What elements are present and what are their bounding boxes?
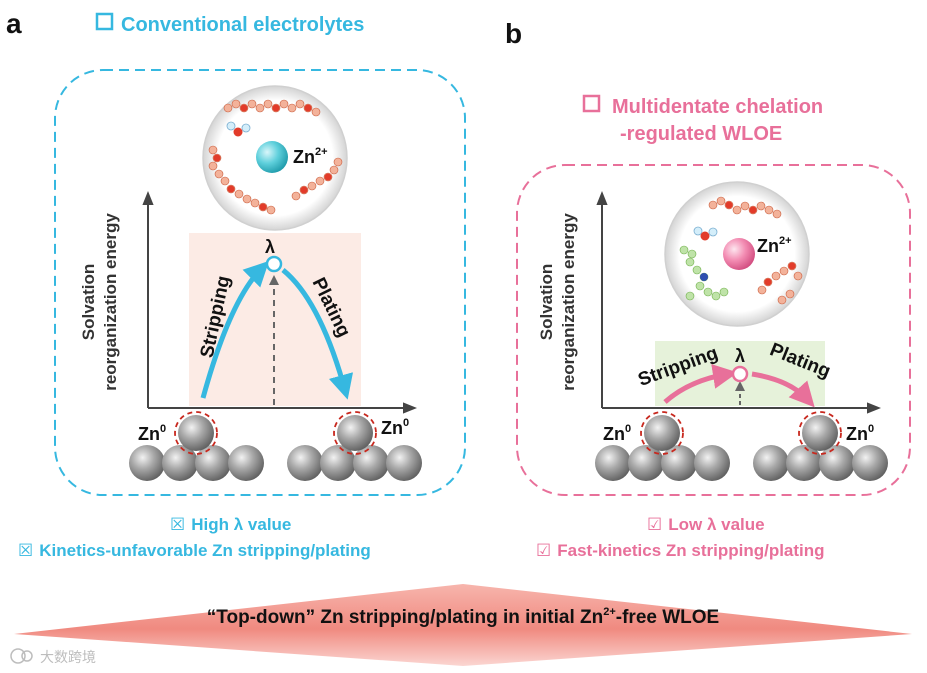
banner-shape [14, 584, 912, 666]
panel-b: b Multidentate chelation -regulated WLOE [505, 18, 911, 560]
panel-b-zn0-left-label: Zn0 [603, 423, 631, 444]
panel-b-bullet-2: ☑Fast-kinetics Zn stripping/plating [536, 541, 825, 560]
panel-b-heading-square-icon [582, 94, 601, 113]
panel-a-bullet-2: ☒Kinetics-unfavorable Zn stripping/plati… [18, 541, 371, 560]
panel-a-y-axis-label-line1: Solvation [79, 264, 98, 341]
panel-a: a Conventional electrolytes [6, 8, 466, 560]
panel-b-y-axis-label-line1: Solvation [537, 264, 556, 341]
panel-a-zn0-right-label: Zn0 [381, 417, 409, 438]
panel-a-zn-electrode-right [287, 411, 422, 481]
panel-a-zn0-left-label: Zn0 [138, 423, 166, 444]
panel-a-frame [54, 69, 466, 496]
panel-b-frame [516, 164, 911, 496]
panel-a-plating-arrow [281, 268, 354, 400]
panel-a-letter: a [6, 8, 22, 39]
watermark-logo-icon [10, 648, 26, 664]
panel-a-bullet-1: ☒High λ value [170, 515, 291, 534]
panel-a-oxygen-atoms [213, 104, 332, 211]
panel-b-y-axis-label-line2: reorganization energy [559, 213, 578, 391]
panel-b-oxygen-atoms [725, 201, 796, 286]
panel-a-y-axis-label-line2: reorganization energy [101, 213, 120, 391]
panel-b-plating-arrow [751, 371, 815, 408]
panel-a-water-molecule-icon [226, 121, 251, 137]
banner-text: “Top-down” Zn stripping/plating in initi… [207, 606, 719, 628]
panel-b-zn-electrode-left [595, 411, 730, 481]
panel-b-zn-ion-label: Zn2+ [757, 235, 792, 256]
panel-a-zn-ion-sphere [256, 141, 288, 173]
panel-a-stripping-arrow [200, 260, 270, 399]
panel-b-letter: b [505, 18, 522, 49]
panel-b-zn-ion-sphere [723, 238, 755, 270]
panel-a-peak-marker [265, 255, 283, 273]
panel-b-zn0-right-label: Zn0 [846, 423, 874, 444]
panel-b-heading-line1: Multidentate chelation [612, 96, 823, 118]
panel-b-nitrogen-atom [700, 273, 708, 281]
panel-a-zn-ion-label: Zn2+ [293, 146, 328, 167]
panel-a-lambda-label: λ [265, 237, 275, 257]
panel-b-water-molecule-icon [693, 226, 718, 241]
watermark: 大数跨境 [10, 648, 96, 666]
panel-a-heading: Conventional electrolytes [121, 14, 364, 36]
panel-a-solvation-bubble: Zn2+ [202, 85, 348, 231]
bottom-banner: “Top-down” Zn stripping/plating in initi… [14, 584, 912, 666]
panel-b-lambda-label: λ [735, 346, 745, 366]
panel-b-stripping-arrow [663, 363, 738, 404]
panel-b-heading-line2: -regulated WLOE [620, 123, 782, 145]
panel-a-zn-electrode-left [129, 411, 264, 481]
panel-b-peak-marker [731, 365, 749, 383]
watermark-text: 大数跨境 [40, 650, 96, 666]
panel-b-zn-electrode-right [753, 411, 888, 481]
panel-a-heading-square-icon [95, 12, 114, 31]
panel-b-solvation-bubble: Zn2+ [664, 181, 810, 327]
panel-b-bullet-1: ☑Low λ value [647, 515, 765, 534]
